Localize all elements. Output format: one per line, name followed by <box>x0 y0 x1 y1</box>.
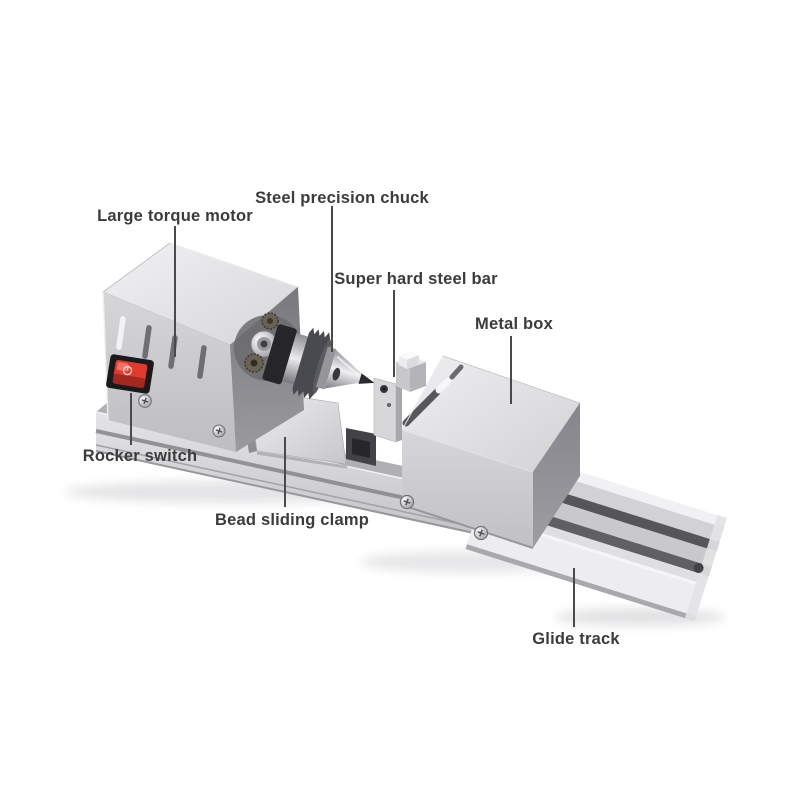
label-super-hard-steel-bar: Super hard steel bar <box>334 270 498 288</box>
label-glide-track: Glide track <box>532 630 620 648</box>
power-icon <box>122 365 133 376</box>
gear-washer-bottom <box>244 353 264 373</box>
gear-washer-top <box>261 312 279 330</box>
label-metal-box: Metal box <box>475 315 553 333</box>
label-steel-precision-chuck: Steel precision chuck <box>255 189 429 207</box>
metal-box-cover <box>399 355 581 549</box>
screw <box>212 424 226 438</box>
screw <box>399 494 415 510</box>
spindle-chuck <box>234 312 375 400</box>
label-rocker-switch: Rocker switch <box>82 447 198 465</box>
label-large-torque-motor: Large torque motor <box>97 207 253 225</box>
bed-cavity <box>346 428 376 466</box>
rocker-switch-graphic[interactable] <box>106 354 155 394</box>
tailstock-steel-bar <box>373 351 426 443</box>
label-bead-sliding-clamp: Bead sliding clamp <box>215 511 369 529</box>
top-slots <box>402 364 464 427</box>
chuck-body <box>262 324 375 400</box>
screw <box>137 393 153 409</box>
leader-lines <box>130 206 575 627</box>
screw <box>473 525 489 541</box>
